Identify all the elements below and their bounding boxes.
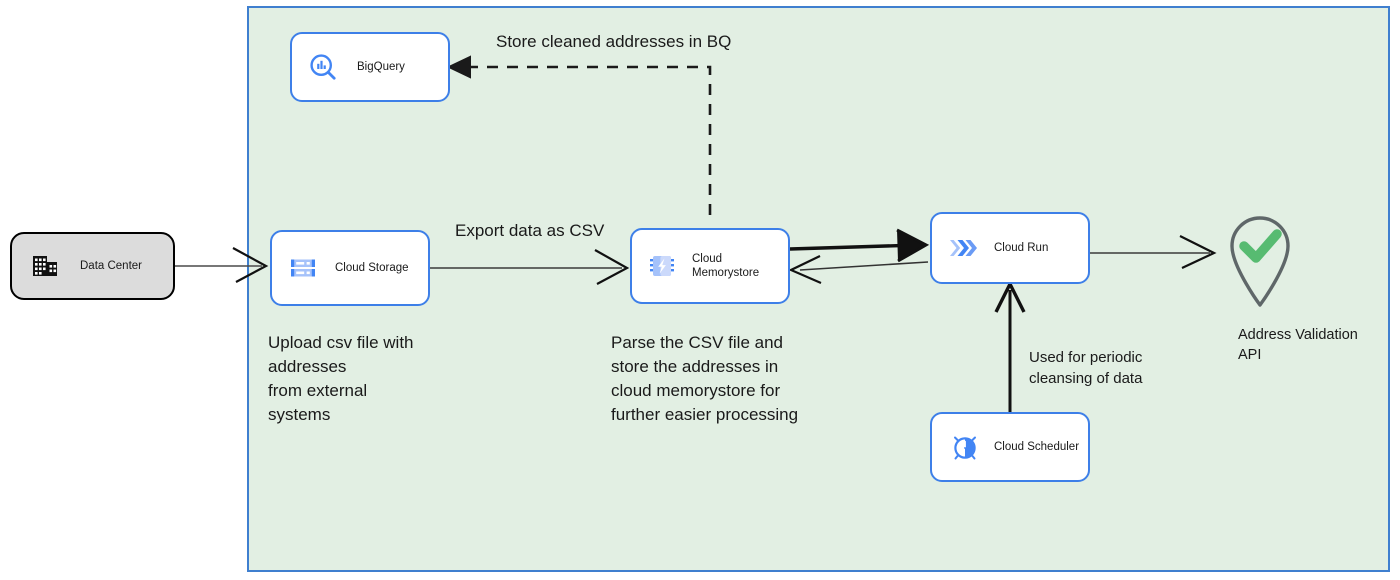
office-building-icon xyxy=(30,251,60,281)
node-address-validation-api[interactable] xyxy=(1218,205,1302,310)
node-label: BigQuery xyxy=(357,61,405,73)
annotation-upload-csv: Upload csv file with addresses from exte… xyxy=(268,333,414,424)
bigquery-icon xyxy=(308,52,338,82)
node-data-center[interactable]: Data Center xyxy=(10,232,175,300)
node-label: Cloud Run xyxy=(994,242,1049,254)
node-bigquery[interactable]: BigQuery xyxy=(290,32,450,102)
edge-label-export-data-as-csv: Export data as CSV xyxy=(455,221,605,240)
node-cloud-run[interactable]: Cloud Run xyxy=(930,212,1090,284)
node-label: Data Center xyxy=(80,260,143,272)
annotation-parse-csv: Parse the CSV file and store the address… xyxy=(611,333,799,424)
node-label: Cloud Storage xyxy=(335,262,409,274)
node-cloud-memorystore[interactable]: Cloud Memorystore xyxy=(630,228,790,304)
address-validation-api-label: Address Validation API xyxy=(1238,327,1358,363)
cloud-storage-icon xyxy=(289,254,317,282)
edge-label-store-cleaned-addresses: Store cleaned addresses in BQ xyxy=(496,32,732,51)
map-pin-check-icon xyxy=(1230,216,1290,307)
memorystore-chip-icon xyxy=(648,252,676,280)
node-cloud-storage[interactable]: Cloud Storage xyxy=(270,230,430,306)
node-label: Cloud Memorystore xyxy=(692,253,760,279)
cloud-scheduler-clock-icon xyxy=(950,432,980,462)
node-label: Cloud Scheduler xyxy=(994,441,1080,453)
cloud-run-icon xyxy=(948,234,978,262)
node-cloud-scheduler[interactable]: Cloud Scheduler xyxy=(930,412,1090,482)
edge-label-scheduler-purpose: Used for periodic cleansing of data xyxy=(1029,349,1143,387)
